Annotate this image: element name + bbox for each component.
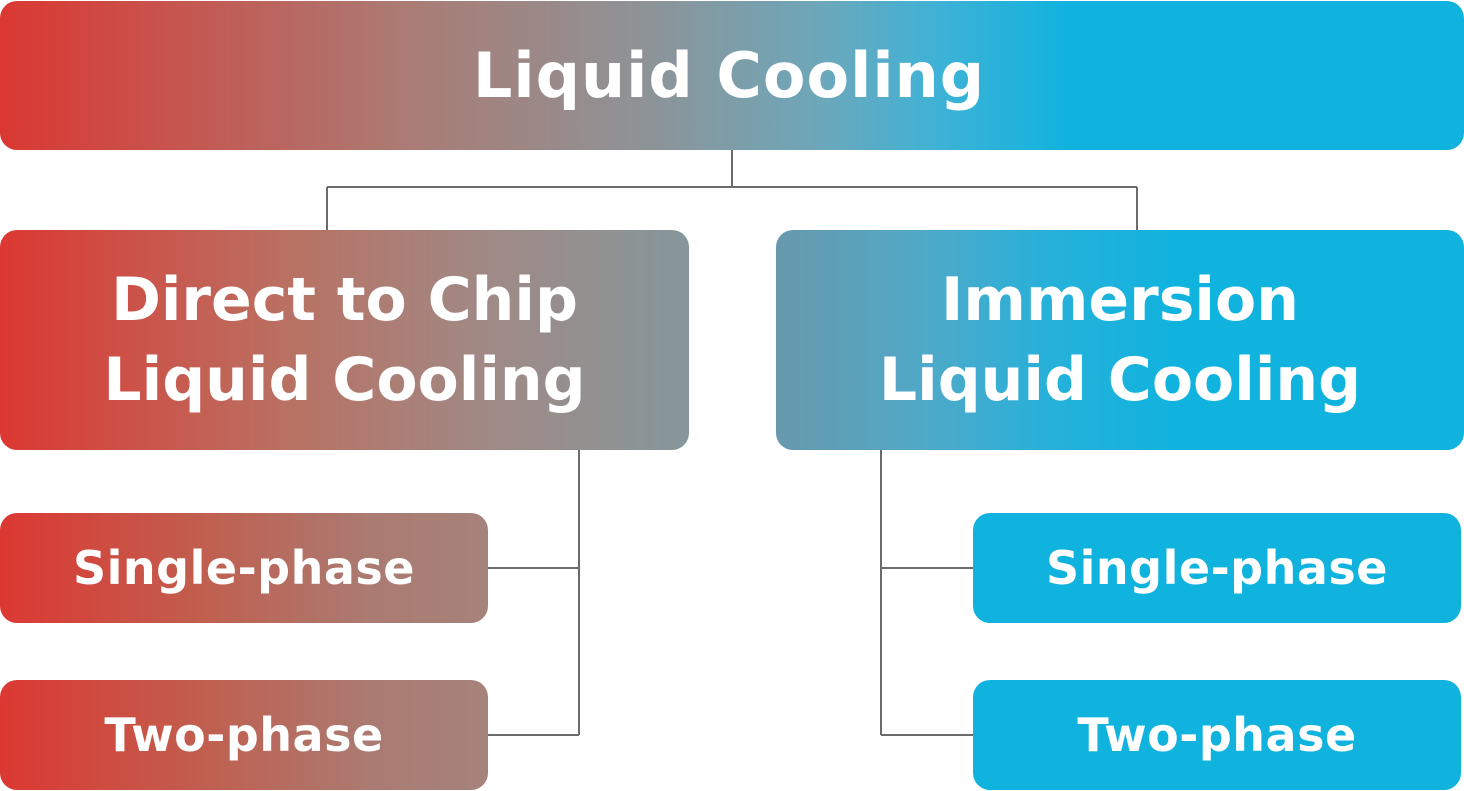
branch-node-label: Direct to Chip Liquid Cooling [103,265,586,415]
leaf-node-direct-two-phase: Two-phase [0,680,488,790]
leaf-node-immersion-single-phase: Single-phase [973,513,1461,623]
leaf-node-immersion-two-phase: Two-phase [973,680,1461,790]
leaf-node-label: Two-phase [104,708,384,762]
root-node-liquid-cooling: Liquid Cooling [0,1,1464,150]
root-node-label: Liquid Cooling [472,39,986,112]
leaf-node-direct-single-phase: Single-phase [0,513,488,623]
leaf-node-label: Single-phase [73,541,415,595]
leaf-node-label: Single-phase [1046,541,1388,595]
branch-node-immersion: Immersion Liquid Cooling [776,230,1464,450]
leaf-node-label: Two-phase [1077,708,1357,762]
branch-node-label: Immersion Liquid Cooling [878,265,1362,415]
branch-node-direct-to-chip: Direct to Chip Liquid Cooling [0,230,689,450]
